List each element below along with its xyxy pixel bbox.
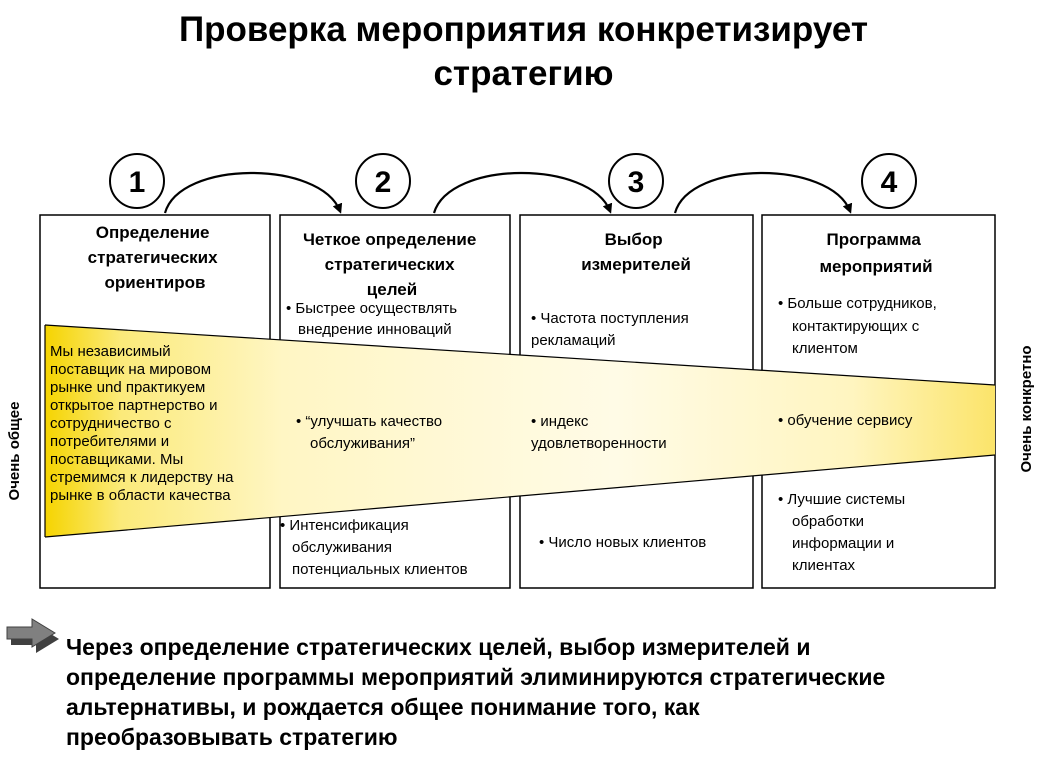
step-2-title-line: целей	[367, 280, 417, 299]
right-axis-label: Очень конкретно	[1018, 345, 1035, 472]
step-3-badge: 3	[608, 153, 664, 209]
step-1-title-line: Определение	[96, 223, 210, 242]
step-1-title-line: ориентиров	[105, 273, 206, 292]
program-bullet-1: • Больше сотрудников, контактирующих с к…	[778, 295, 941, 357]
step-4-title-line: мероприятий	[819, 257, 932, 276]
measure-bullet-1: • Частота поступления рекламаций	[531, 310, 693, 349]
goal-bullet-2: • “улучшать качество обслуживания”	[296, 413, 446, 452]
wedge-bottom-line	[44, 454, 996, 538]
conclusion-arrow-icon	[6, 618, 59, 653]
program-bullet-3: • Лучшие системы обработки информации и …	[778, 491, 909, 574]
step-3-number: 3	[628, 166, 645, 199]
page-title: Проверка мероприятия конкретизирует стра…	[0, 8, 1047, 96]
step-2-title-line: Четкое определение	[303, 230, 476, 249]
conclusion-line: Через определение стратегических целей, …	[66, 634, 811, 660]
conclusion-line: преобразовывать стратегию	[66, 724, 398, 750]
step-3-title: Выбор измерителей	[581, 230, 691, 274]
conclusion-line: альтернативы, и рождается общее понимани…	[66, 694, 700, 720]
measure-bullet-2: • индекс удовлетворенности	[531, 413, 667, 452]
step-1-title: Определение стратегических ориентиров	[88, 223, 223, 292]
strategic-orientation-text: Мы независимый поставщик на мировом рынк…	[50, 343, 238, 504]
step-4-badge: 4	[861, 153, 917, 209]
step-4-number: 4	[881, 166, 898, 199]
step-3-title-line: измерителей	[581, 255, 691, 274]
wedge-top-line	[44, 324, 996, 386]
program-bullet-2: • обучение сервису	[778, 412, 913, 429]
title-line-1: Проверка мероприятия конкретизирует	[178, 10, 868, 49]
step-3-title-line: Выбор	[605, 230, 663, 249]
goal-bullet-1: • Быстрее осуществлять внедрение инновац…	[286, 300, 461, 338]
arrow-2-to-3	[432, 171, 613, 214]
goal-bullet-3: • Интенсификация обслуживания потенциаль…	[280, 517, 468, 578]
step-1-badge: 1	[109, 153, 165, 209]
step-2-title-line: стратегических	[325, 255, 455, 274]
step-4-title: Программа мероприятий	[819, 230, 932, 276]
step-2-badge: 2	[355, 153, 411, 209]
arrow-3-to-4	[673, 171, 853, 214]
step-1-number: 1	[129, 166, 146, 199]
specificity-wedge	[45, 325, 995, 537]
step-2-number: 2	[375, 166, 392, 199]
measure-bullet-3: • Число новых клиентов	[539, 534, 706, 551]
arrow-1-to-2	[163, 171, 343, 214]
conclusion-line: определение программы мероприятий элимин…	[66, 664, 886, 690]
step-4-title-line: Программа	[826, 230, 921, 249]
conclusion-text: Через определение стратегических целей, …	[66, 632, 1041, 752]
left-axis-label: Очень общее	[6, 402, 23, 501]
step-1-title-line: стратегических	[88, 248, 218, 267]
step-2-title: Четкое определение стратегических целей	[303, 230, 481, 299]
title-line-2: стратегию	[433, 54, 614, 93]
